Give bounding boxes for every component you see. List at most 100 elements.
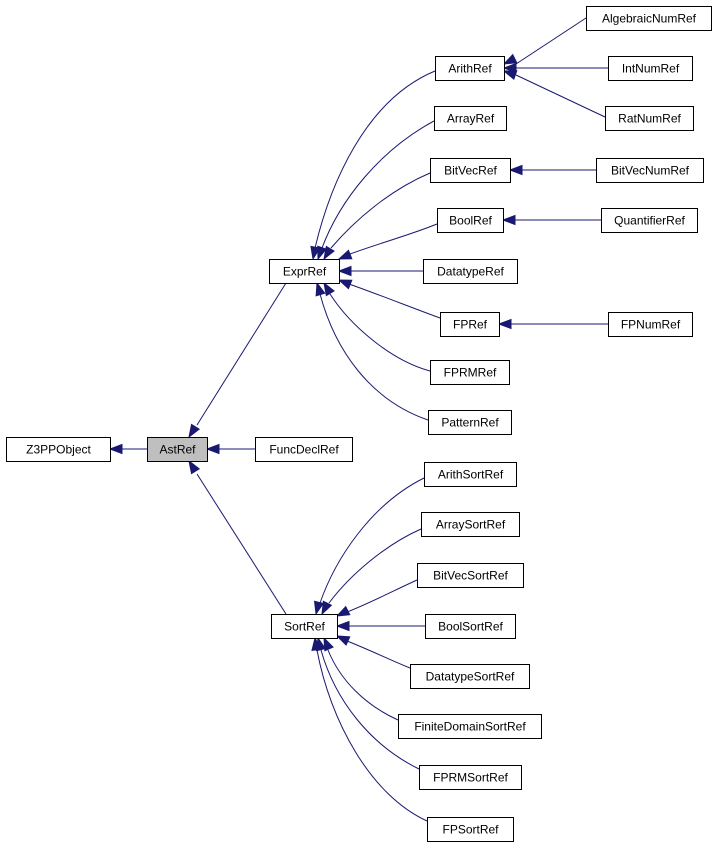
class-node-ratnumref[interactable]: RatNumRef xyxy=(605,106,694,131)
node-label: AlgebraicNumRef xyxy=(602,12,697,26)
node-box xyxy=(608,56,693,81)
class-node-bitvecnumref[interactable]: BitVecNumRef xyxy=(596,158,704,183)
edge-line xyxy=(314,70,436,249)
class-node-patternref[interactable]: PatternRef xyxy=(428,410,512,435)
edge-line xyxy=(349,223,438,255)
class-node-boolref[interactable]: BoolRef xyxy=(437,208,504,233)
class-node-exprref[interactable]: ExprRef xyxy=(269,259,340,284)
class-node-funcdeclref[interactable]: FuncDeclRef xyxy=(255,437,353,462)
arrowhead xyxy=(311,636,322,652)
arrowhead xyxy=(205,443,220,455)
class-node-astref[interactable]: AstRef xyxy=(147,437,208,462)
class-node-fprmsortref[interactable]: FPRMSortRef xyxy=(419,765,522,790)
edge-line xyxy=(321,120,435,249)
edge-datatypesortref-to-sortref xyxy=(335,635,411,669)
node-label: BitVecNumRef xyxy=(611,164,690,178)
edge-line xyxy=(346,579,418,613)
node-box xyxy=(410,664,530,689)
edge-line xyxy=(327,649,399,721)
node-box xyxy=(269,259,340,284)
node-label: DatatypeRef xyxy=(437,265,504,279)
edge-fpref-to-exprref xyxy=(337,279,441,319)
node-box xyxy=(424,462,517,487)
node-box xyxy=(605,106,694,131)
class-node-fpsortref[interactable]: FPSortRef xyxy=(427,817,514,842)
edge-line xyxy=(346,640,411,669)
edge-line xyxy=(330,172,431,249)
node-box xyxy=(427,817,514,842)
node-label: BoolRef xyxy=(449,214,492,228)
node-box xyxy=(437,208,504,233)
edge-line xyxy=(348,283,441,319)
arrowhead xyxy=(497,318,512,330)
class-node-fpnumref[interactable]: FPNumRef xyxy=(608,312,693,337)
class-node-bitvecref[interactable]: BitVecRef xyxy=(430,158,511,183)
node-label: ArrayRef xyxy=(447,112,495,126)
class-node-quantifierref[interactable]: QuantifierRef xyxy=(601,208,698,233)
node-label: SortRef xyxy=(284,620,325,634)
arrowhead xyxy=(321,600,333,616)
arrowhead xyxy=(502,70,518,81)
node-label: ArithSortRef xyxy=(438,468,504,482)
class-node-datatyperef[interactable]: DatatypeRef xyxy=(423,259,518,284)
class-node-arithsortref[interactable]: ArithSortRef xyxy=(424,462,517,487)
node-box xyxy=(255,437,353,462)
edge-line xyxy=(515,74,606,118)
edge-fpsortref-to-sortref xyxy=(311,636,428,822)
class-node-finitedomainsortref[interactable]: FiniteDomainSortRef xyxy=(398,714,542,739)
arrowhead xyxy=(337,249,353,260)
node-label: FPRMSortRef xyxy=(433,771,508,785)
class-node-boolsortref[interactable]: BoolSortRef xyxy=(425,614,516,639)
arrowhead xyxy=(313,600,325,616)
edge-astref-to-z3ppobject xyxy=(108,443,147,455)
node-box xyxy=(6,437,111,462)
arrowhead xyxy=(335,635,351,646)
arrowhead xyxy=(501,214,516,226)
edge-funcdeclref-to-astref xyxy=(205,443,255,455)
edge-datatyperef-to-exprref xyxy=(337,265,423,277)
class-node-z3ppobject[interactable]: Z3PPObject xyxy=(6,437,111,462)
node-label: FiniteDomainSortRef xyxy=(414,720,526,734)
arrowhead xyxy=(188,459,201,475)
edge-line xyxy=(316,649,428,822)
class-node-bitvecsortref[interactable]: BitVecSortRef xyxy=(417,563,524,588)
node-box xyxy=(430,360,510,385)
arrowhead xyxy=(502,53,518,65)
edge-fprmref-to-exprref xyxy=(323,281,431,372)
node-box xyxy=(271,614,338,639)
node-label: FPRef xyxy=(453,318,488,332)
class-node-arrayref[interactable]: ArrayRef xyxy=(434,106,507,131)
nodes-layer: Z3PPObject AstRef FuncDeclRef ExprRefSortRe… xyxy=(6,6,712,842)
node-label: FPRMRef xyxy=(444,366,497,380)
class-node-fprmref[interactable]: FPRMRef xyxy=(430,360,510,385)
arrowhead xyxy=(108,443,123,455)
node-label: BoolSortRef xyxy=(438,620,503,634)
class-node-datatypesortref[interactable]: DatatypeSortRef xyxy=(410,664,530,689)
arrowhead xyxy=(188,423,201,439)
node-label: BitVecSortRef xyxy=(433,569,508,583)
edge-line xyxy=(320,649,420,770)
edge-arraysortref-to-sortref xyxy=(321,528,422,616)
edge-bitvecnumref-to-bitvecref xyxy=(508,164,596,176)
class-node-arithref[interactable]: ArithRef xyxy=(435,56,505,81)
node-box xyxy=(586,6,712,31)
node-label: AstRef xyxy=(159,443,196,457)
edge-ratnumref-to-arithref xyxy=(502,70,606,118)
node-box xyxy=(419,765,522,790)
node-box xyxy=(430,158,511,183)
class-node-sortref[interactable]: SortRef xyxy=(271,614,338,639)
node-box xyxy=(435,56,505,81)
class-node-arraysortref[interactable]: ArraySortRef xyxy=(421,512,520,537)
node-box xyxy=(421,512,520,537)
class-node-fpref[interactable]: FPRef xyxy=(440,312,500,337)
edge-boolref-to-exprref xyxy=(337,223,438,260)
edge-line xyxy=(196,282,287,426)
node-label: Z3PPObject xyxy=(26,443,91,457)
edge-arrayref-to-exprref xyxy=(317,120,435,261)
node-box xyxy=(601,208,698,233)
class-node-intnumref[interactable]: IntNumRef xyxy=(608,56,693,81)
arrowhead xyxy=(323,245,335,261)
edges-layer xyxy=(108,17,608,822)
class-node-algebraicnumref[interactable]: AlgebraicNumRef xyxy=(586,6,712,31)
